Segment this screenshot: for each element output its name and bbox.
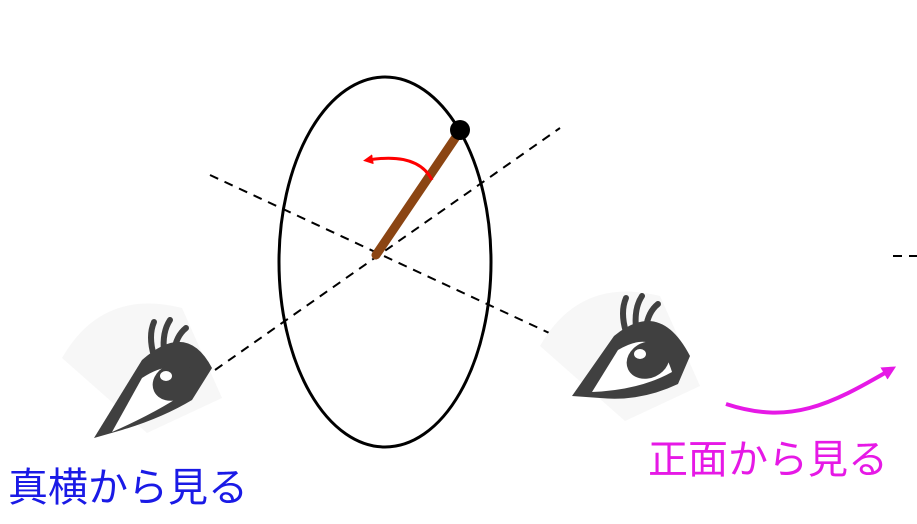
- rod-tip-dot: [450, 120, 470, 140]
- dashed-axis-front: [209, 174, 561, 339]
- side-eye-icon: [62, 303, 222, 438]
- dashed-axis-side: [214, 127, 561, 371]
- orbit-ellipse: [277, 75, 493, 449]
- rotating-rod: [371, 126, 465, 260]
- front-eye-icon: [540, 291, 700, 421]
- front-view-label: 正面から見る: [648, 437, 888, 483]
- front-view-arrow: [725, 366, 897, 415]
- side-view-label: 真横から見る: [8, 465, 248, 511]
- rotation-arrow: [363, 154, 434, 181]
